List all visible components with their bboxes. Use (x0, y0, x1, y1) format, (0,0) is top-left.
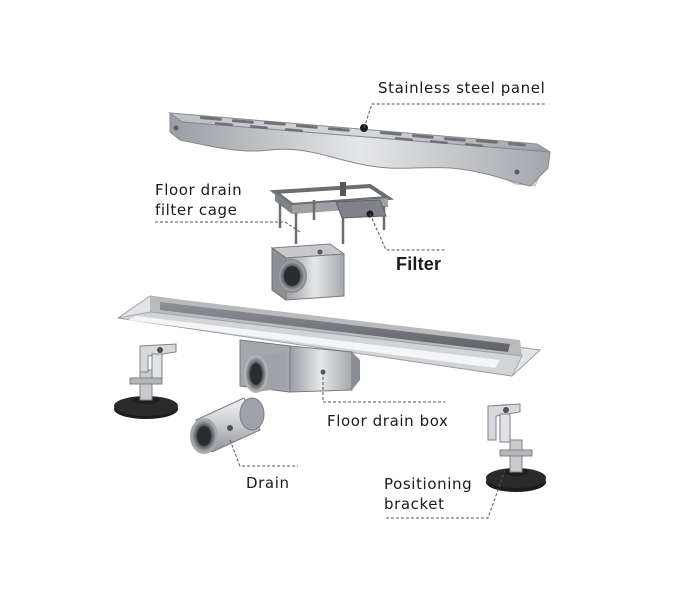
label-floor-drain-box: Floor drain box (327, 412, 449, 430)
label-bracket-line2: bracket (384, 495, 445, 513)
positioning-bracket-right (486, 403, 546, 492)
stainless-steel-panel (168, 112, 551, 187)
leader-line-drain (229, 439, 298, 467)
leader-line-panel (360, 103, 545, 132)
floor-drain-box (116, 295, 542, 393)
leader-line-filter (369, 213, 445, 251)
drain-pipe (190, 397, 265, 454)
leader-line-bracket (384, 469, 506, 519)
label-positioning-bracket: Positioning bracket (384, 474, 472, 514)
leader-line-box (322, 372, 445, 403)
label-bracket-line1: Positioning (384, 475, 473, 493)
label-cage-line2: filter cage (155, 201, 238, 219)
filter-cage (269, 182, 394, 244)
label-floor-drain-filter-cage: Floor drain filter cage (155, 180, 242, 220)
label-drain: Drain (246, 474, 290, 492)
leader-line-cage (155, 221, 301, 233)
label-filter: Filter (396, 254, 442, 274)
filter-body (270, 243, 346, 301)
positioning-bracket-left (114, 343, 178, 419)
label-stainless-steel-panel: Stainless steel panel (378, 79, 546, 97)
label-cage-line1: Floor drain (155, 181, 243, 199)
